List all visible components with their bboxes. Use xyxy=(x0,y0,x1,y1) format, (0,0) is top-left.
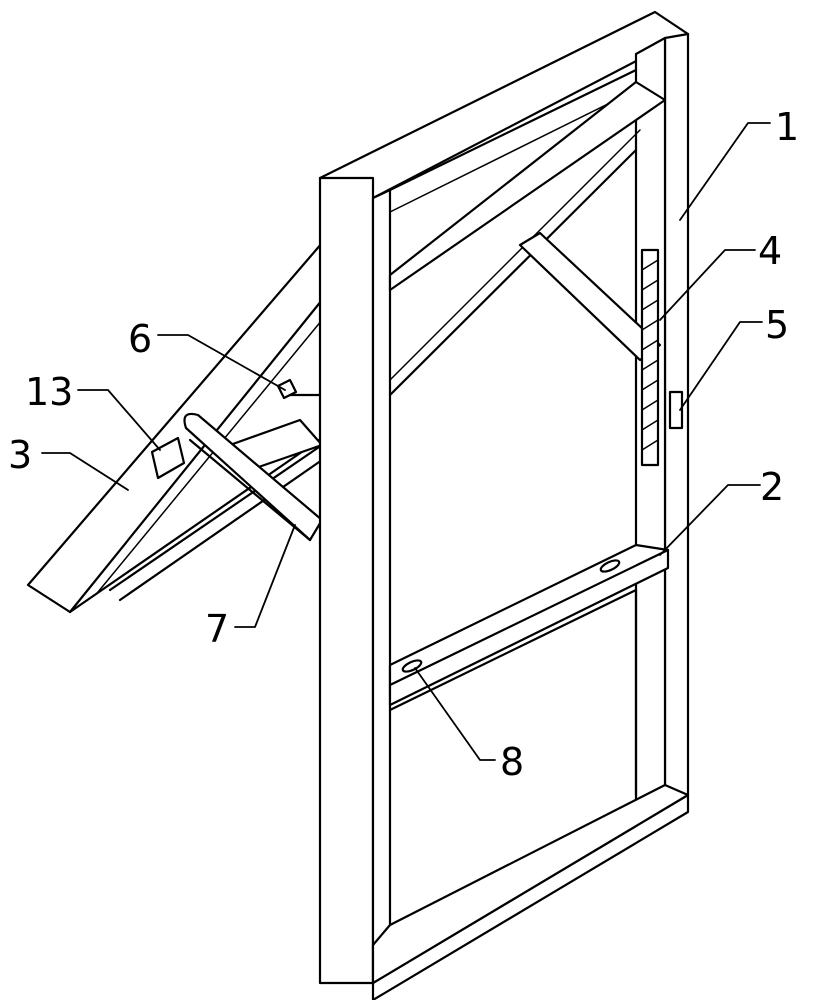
panel-strut-1 xyxy=(108,443,324,592)
truss-top-bar xyxy=(388,80,667,292)
rod-7-body xyxy=(183,412,324,542)
tilted-panel xyxy=(26,241,324,614)
label-4: 4 xyxy=(758,229,782,273)
label-5: 5 xyxy=(765,303,789,347)
labels: 1 4 5 2 6 13 3 7 8 xyxy=(8,105,799,784)
brace-rod xyxy=(518,231,662,362)
latch-5 xyxy=(668,390,684,430)
frame-inner-top xyxy=(388,68,638,192)
leader-13 xyxy=(77,389,161,451)
truss-diagonal xyxy=(388,148,638,397)
leader-8 xyxy=(414,667,496,761)
strip-4-pattern xyxy=(641,259,659,451)
frame-bottom-beam xyxy=(371,793,690,1000)
middle-crossbar xyxy=(388,543,670,707)
frame-left-post-side xyxy=(371,188,392,985)
rod-7-edge xyxy=(188,438,312,542)
label-1: 1 xyxy=(775,105,799,149)
leader-3 xyxy=(41,452,129,491)
leader-lines xyxy=(41,122,771,761)
leader-1 xyxy=(679,122,771,221)
frame-left-post xyxy=(318,176,375,985)
leader-2 xyxy=(659,484,761,556)
truss-diagonal-2 xyxy=(389,129,641,381)
frame-bottom-beam-top xyxy=(371,783,690,985)
leader-5 xyxy=(679,321,763,411)
panel-strut-2 xyxy=(118,458,324,602)
label-2: 2 xyxy=(760,465,784,509)
hole-8-right xyxy=(599,559,621,573)
leader-6 xyxy=(157,334,286,391)
label-3: 3 xyxy=(8,433,32,477)
label-6: 6 xyxy=(128,317,152,361)
leader-7 xyxy=(234,524,296,628)
label-7: 7 xyxy=(205,607,229,651)
label-13: 13 xyxy=(25,370,73,414)
support-rod-7 xyxy=(183,412,324,542)
label-8: 8 xyxy=(500,740,524,784)
hole-8-left xyxy=(401,659,423,673)
leader-4 xyxy=(659,249,756,321)
frame-inner-top-2 xyxy=(389,89,637,213)
strip-4 xyxy=(640,248,660,467)
hinge-6 xyxy=(276,378,298,400)
panel-inner-edge xyxy=(68,298,324,614)
component-13 xyxy=(150,436,186,480)
middle-crossbar-edge xyxy=(388,548,670,687)
main-frame xyxy=(318,10,690,1000)
